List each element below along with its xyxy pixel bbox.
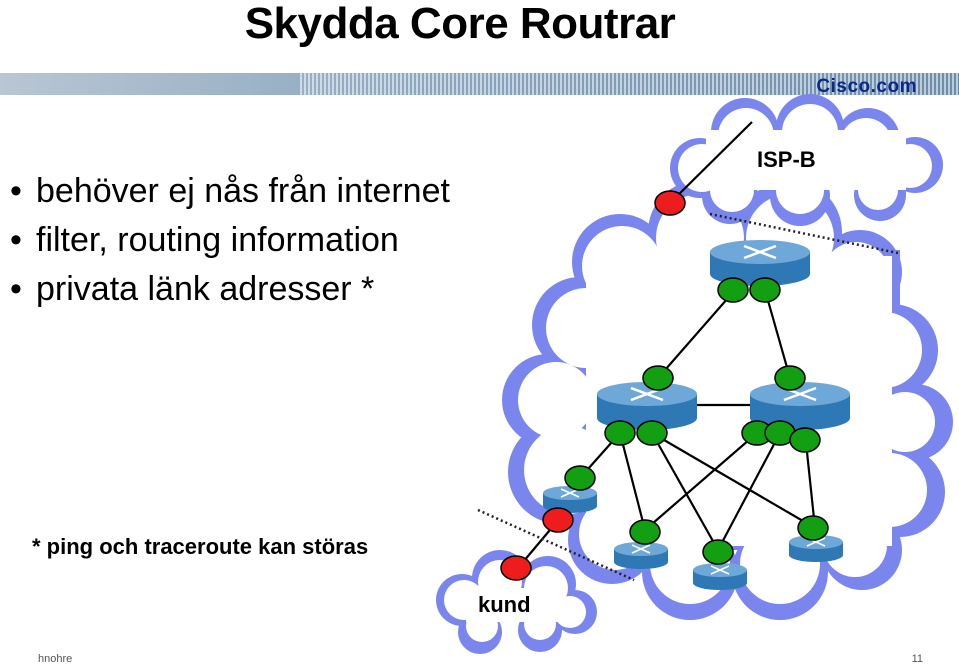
router-icon <box>693 563 747 590</box>
isp-label: ISP-B <box>757 147 816 172</box>
isp-cloud-icon: ISP-B <box>670 94 943 226</box>
cisco-logo[interactable]: Cisco.com <box>816 76 917 97</box>
bullet-list: • behöver ej nås från internet • filter, r… <box>10 167 450 314</box>
private-interface-nodes <box>564 277 829 565</box>
header-band <box>0 73 959 95</box>
bullet-icon: • <box>10 172 22 210</box>
router-icon <box>614 542 668 569</box>
router-icon <box>597 382 697 430</box>
slide-title: Skydda Core Routrar <box>244 0 676 48</box>
edge-interface-nodes <box>500 190 686 581</box>
bullet-text: filter, routing information <box>36 221 399 259</box>
bullet-item: • behöver ej nås från internet <box>10 167 450 216</box>
bullet-item: • privata länk adresser * <box>10 265 450 314</box>
bullet-text: behöver ej nås från internet <box>36 172 450 210</box>
customer-cloud-icon: kund <box>436 550 597 654</box>
bullet-icon: • <box>10 221 22 259</box>
filter-boundaries <box>477 212 899 582</box>
bullet-icon: • <box>10 270 22 308</box>
bullet-text: privata länk adresser * <box>36 270 375 308</box>
router-icon <box>710 240 810 286</box>
bullet-item: • filter, routing information <box>10 216 450 265</box>
router-icon <box>789 535 843 562</box>
page-number: 11 <box>911 653 923 665</box>
customer-label: kund <box>478 592 531 617</box>
footnote: * ping och traceroute kan störas <box>32 534 369 559</box>
footer-author: hnohre <box>38 653 73 665</box>
